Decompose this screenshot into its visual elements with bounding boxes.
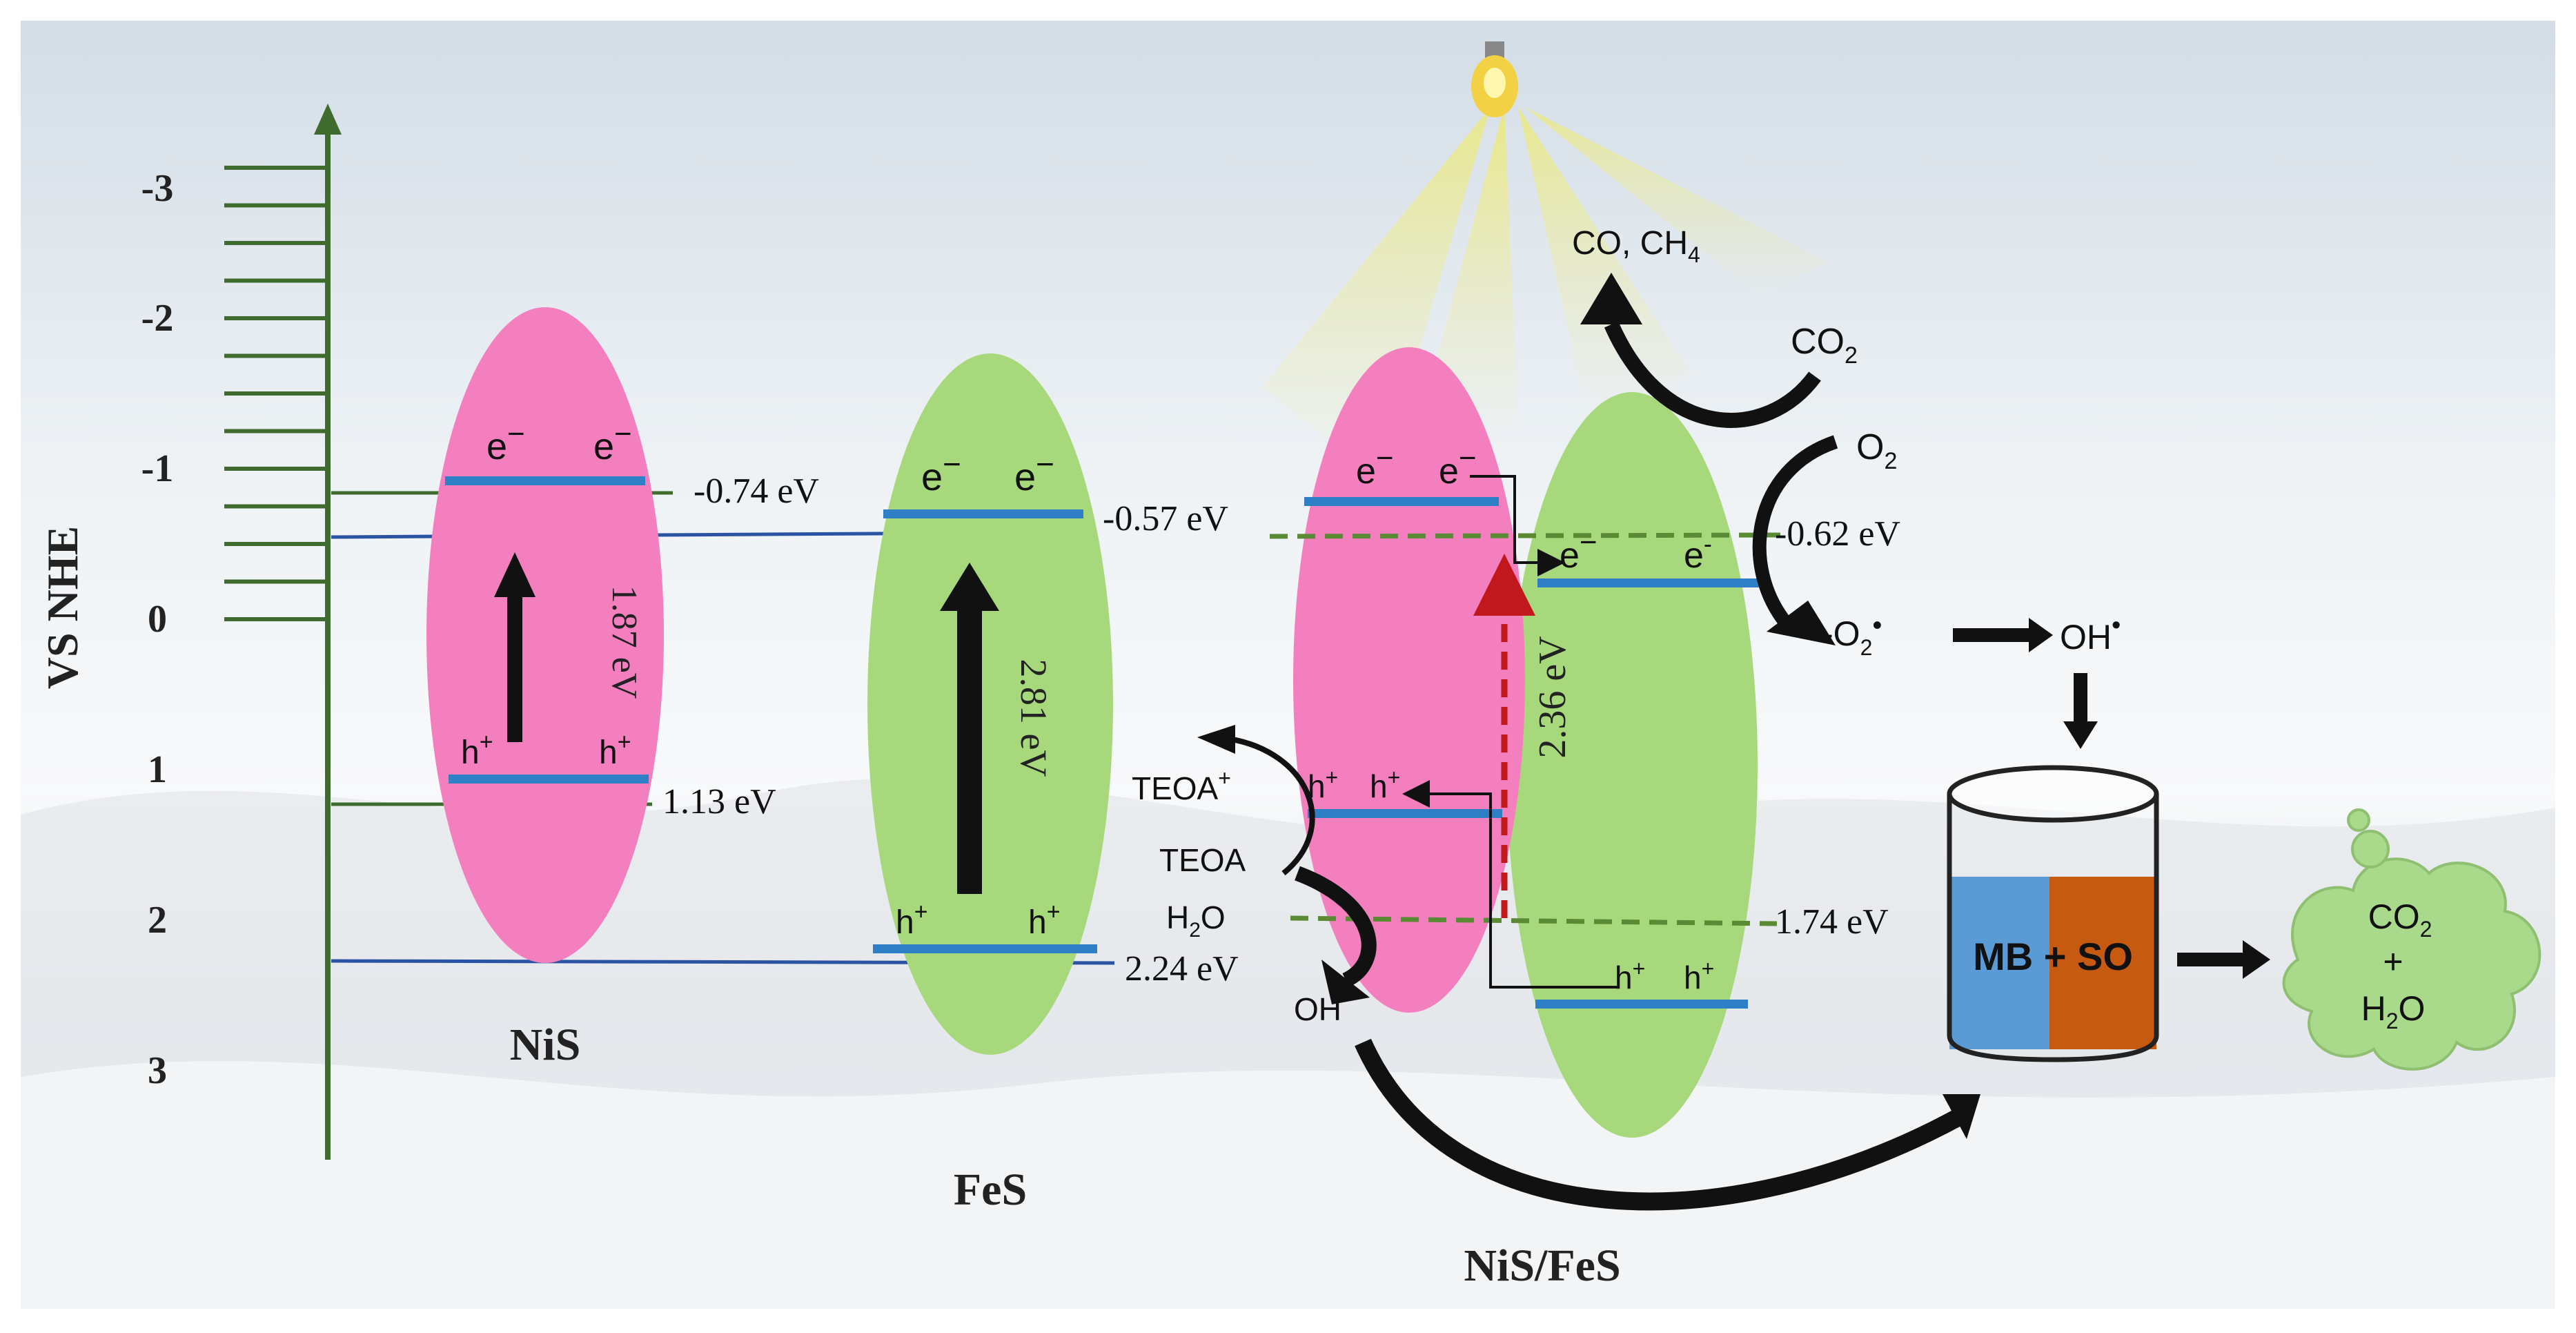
nis-cb-value: -0.74 eV — [694, 471, 819, 511]
composite-electron-1: e− — [1356, 441, 1394, 492]
lamp-icon — [1471, 41, 1518, 117]
fes-band-structure: e− e− h+ h+ 2.81 eV -0.57 eV 2.24 eV FeS — [867, 353, 1239, 1215]
beaker-mb-fill — [1949, 877, 2049, 1049]
fes-name-label: FeS — [954, 1165, 1027, 1215]
composite-electron-2: e− — [1439, 441, 1477, 492]
teoa-label: TEOA — [1159, 842, 1246, 878]
oh-to-beaker-curve-arrow — [1355, 1038, 1961, 1211]
fes-electron-2: e− — [1014, 446, 1054, 498]
co2-reduction-arrow — [1604, 321, 1821, 428]
axis-tick-label: 3 — [148, 1049, 167, 1092]
composite-hole-4: h+ — [1684, 956, 1714, 995]
product-cloud: CO2 + H2O — [2282, 808, 2541, 1071]
oh-to-beaker-arrow — [2074, 673, 2087, 725]
composite-nis-cb — [1304, 497, 1499, 506]
composite-nis-vb — [1308, 809, 1502, 818]
beaker: MB + SO — [1947, 765, 2159, 1062]
nis-name-label: NiS — [510, 1020, 581, 1070]
beaker-so-fill — [2049, 877, 2156, 1049]
composite-fes-cb — [1537, 578, 1760, 587]
fes-electron-1: e− — [921, 446, 961, 498]
nis-gap-label: 1.87 eV — [604, 585, 644, 699]
hole-scavenging: TEOA+ TEOA H2O OH- — [1132, 725, 1980, 1211]
composite-band-structure: e− e− e− e- h+ h+ h+ h+ 2.36 eV -0.62 eV… — [1269, 347, 1900, 1291]
nis-conduction-band — [445, 476, 645, 485]
nis-hole-1: h+ — [461, 729, 493, 771]
composite-fes-vb — [1535, 1000, 1748, 1009]
fes-ellipse — [867, 353, 1113, 1055]
nis-excitation-arrow — [507, 594, 522, 742]
axis-tick-label: 1 — [148, 748, 167, 791]
o2-label: O2 — [1856, 427, 1897, 474]
composite-name-label: NiS/FeS — [1464, 1240, 1620, 1291]
nis-ellipse — [426, 307, 664, 963]
composite-electron-4: e- — [1684, 529, 1712, 576]
product-plus-label: + — [2383, 942, 2403, 981]
superoxide-label: -O2• — [1822, 610, 1882, 660]
teoa-oxidation-arrow — [1228, 736, 1315, 876]
nis-electron-2: e− — [593, 417, 632, 467]
product-co2-label: CO2 — [2368, 897, 2432, 942]
h2o-label: H2O — [1166, 899, 1226, 942]
superoxide-to-oh-arrow — [1953, 628, 2029, 642]
co2-reduction: CO, CH4 CO2 — [1572, 225, 1858, 428]
composite-hole-2: h+ — [1370, 765, 1400, 804]
fes-conduction-band — [883, 509, 1083, 518]
fes-hole-1: h+ — [896, 899, 928, 941]
fes-valence-band — [873, 944, 1097, 953]
composite-gap-label: 2.36 eV — [1531, 636, 1574, 758]
oh-radical-label: OH• — [2060, 611, 2121, 656]
product-h2o-label: H2O — [2361, 989, 2426, 1033]
axis-label: VS NHE — [38, 526, 87, 690]
h2o-oxidation-arrow — [1295, 866, 1377, 988]
axis-tick-label: 2 — [148, 899, 167, 942]
axis-tick-label: -1 — [141, 447, 174, 490]
composite-fes-ellipse — [1506, 392, 1758, 1138]
oh-minus-label: OH- — [1294, 986, 1349, 1027]
axis-tick-label: -3 — [141, 167, 174, 210]
composite-hole-3: h+ — [1615, 956, 1645, 995]
nis-valence-band — [449, 775, 649, 784]
co-ch4-label: CO, CH4 — [1572, 225, 1700, 267]
background-ground — [21, 1060, 2555, 1309]
fes-excitation-arrow — [957, 607, 982, 894]
beaker-label: MB + SO — [1973, 935, 2133, 978]
axis-tick-label: -2 — [141, 297, 174, 340]
co2-label: CO2 — [1791, 322, 1858, 369]
o2-reduction-arrow — [1752, 435, 1838, 630]
light-beams — [1263, 107, 1829, 483]
beaker-to-products-arrow — [2177, 953, 2243, 966]
teoa-plus-label: TEOA+ — [1132, 766, 1231, 806]
hole-transfer-arrow — [1402, 780, 1618, 989]
axis-tick-labels: -3 -2 -1 0 1 2 3 — [141, 167, 174, 1092]
o2-reduction: O2 -O2• OH• — [1752, 427, 2121, 749]
fes-gap-label: 2.81 eV — [1013, 659, 1054, 777]
electron-transfer-arrow — [1470, 475, 1565, 576]
nis-hole-2: h+ — [599, 729, 631, 771]
composite-cb-value: -0.62 eV — [1775, 514, 1900, 554]
fes-vb-value: 2.24 eV — [1125, 949, 1239, 989]
axis-ticks — [224, 166, 328, 621]
fes-cb-value: -0.57 eV — [1103, 499, 1228, 538]
composite-cb-dashed-line — [1269, 532, 1781, 539]
composite-vb-value: 1.74 eV — [1775, 902, 1889, 942]
energy-axis: -3 -2 -1 0 1 2 3 VS NHE — [38, 104, 342, 1160]
nis-band-structure: e− e− h+ h+ 1.87 eV -0.74 eV 1.13 eV NiS — [426, 307, 819, 1070]
axis-tick-label: 0 — [148, 598, 167, 641]
fes-hole-2: h+ — [1028, 899, 1061, 941]
nis-vb-value: 1.13 eV — [662, 782, 776, 821]
nis-electron-1: e− — [486, 417, 525, 467]
composite-nis-ellipse — [1293, 347, 1525, 1013]
